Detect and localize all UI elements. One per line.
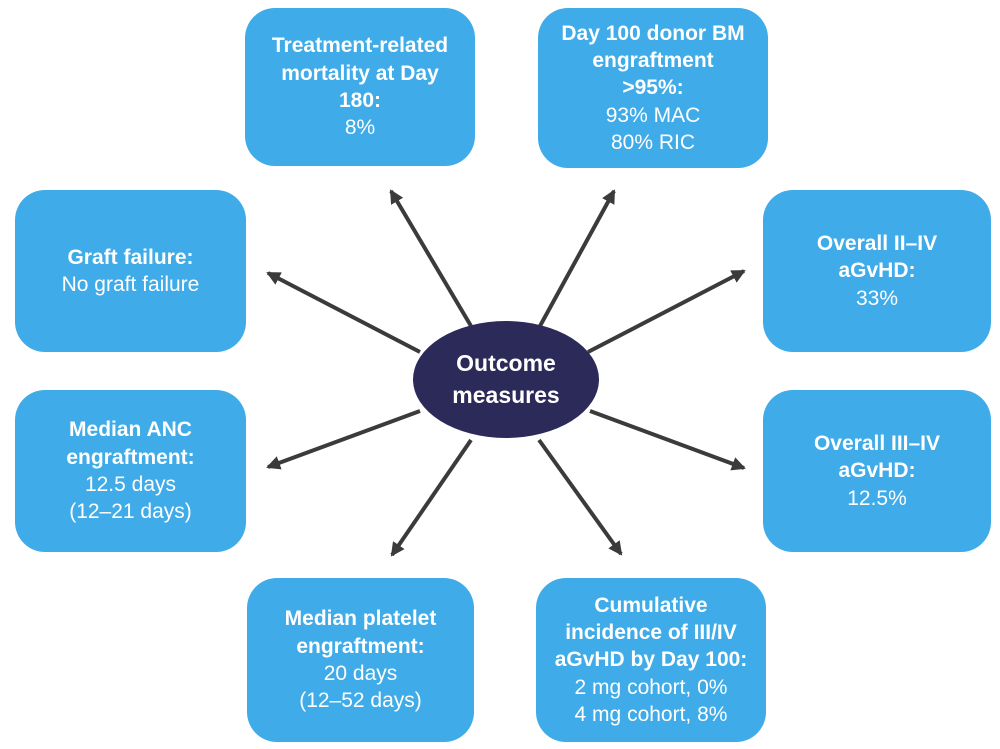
- box-heading: Median platelet engraftment:: [284, 607, 437, 658]
- box-value: 12.5%: [847, 486, 907, 510]
- outcome-box-overall-ii-iv: Overall II–IV aGvHD: 33%: [763, 190, 991, 352]
- arrow-to-overall-iii-iv: [589, 409, 746, 471]
- box-value: 93% MAC: [605, 103, 701, 127]
- box-value: 33%: [855, 286, 899, 310]
- box-heading: Overall III–IV aGvHD:: [813, 432, 941, 483]
- center-node: Outcome measures: [413, 321, 599, 438]
- outcome-box-graft-failure: Graft failure: No graft failure: [15, 190, 246, 352]
- box-value: 4 mg cohort, 8%: [574, 702, 728, 726]
- outcome-box-cumulative-incidence: Cumulative incidence of III/IV aGvHD by …: [536, 578, 766, 742]
- box-value: 2 mg cohort, 0%: [574, 675, 728, 699]
- box-heading: Cumulative incidence of III/IV aGvHD by …: [554, 593, 748, 672]
- outcome-box-overall-iii-iv: Overall III–IV aGvHD: 12.5%: [763, 390, 991, 552]
- box-heading: Median ANC engraftment:: [66, 418, 195, 469]
- outcome-box-median-anc: Median ANC engraftment: 12.5 days (12–21…: [15, 390, 246, 552]
- arrow-to-cumulative-incidence: [537, 438, 623, 556]
- box-value: 80% RIC: [610, 130, 696, 154]
- outcome-box-median-platelet: Median platelet engraftment: 20 days (12…: [247, 578, 474, 742]
- box-value: (12–21 days): [69, 500, 192, 524]
- arrow-to-graft-failure: [266, 271, 421, 354]
- outcome-box-treatment-mortality: Treatment-related mortality at Day 180: …: [245, 8, 475, 166]
- box-heading: Treatment-related mortality at Day 180:: [271, 34, 449, 112]
- box-heading: Graft failure:: [67, 245, 194, 269]
- outcome-box-day100-engraftment: Day 100 donor BM engraftment >95%: 93% M…: [538, 8, 768, 168]
- box-heading: Overall II–IV aGvHD:: [816, 232, 938, 283]
- box-heading: Day 100 donor BM engraftment >95%:: [561, 21, 745, 100]
- box-value: (12–52 days): [299, 689, 422, 713]
- arrow-to-median-anc: [266, 409, 421, 470]
- box-value: No graft failure: [61, 273, 200, 296]
- center-label: Outcome measures: [452, 350, 560, 408]
- box-value: 12.5 days: [84, 473, 177, 496]
- box-value: 20 days: [323, 662, 398, 685]
- arrow-to-overall-ii-iv: [587, 269, 746, 354]
- arrow-to-treatment-mortality: [389, 189, 473, 328]
- arrow-to-median-platelet: [390, 438, 473, 557]
- arrow-to-day100-engraftment: [538, 189, 616, 327]
- box-value: 8%: [344, 116, 376, 140]
